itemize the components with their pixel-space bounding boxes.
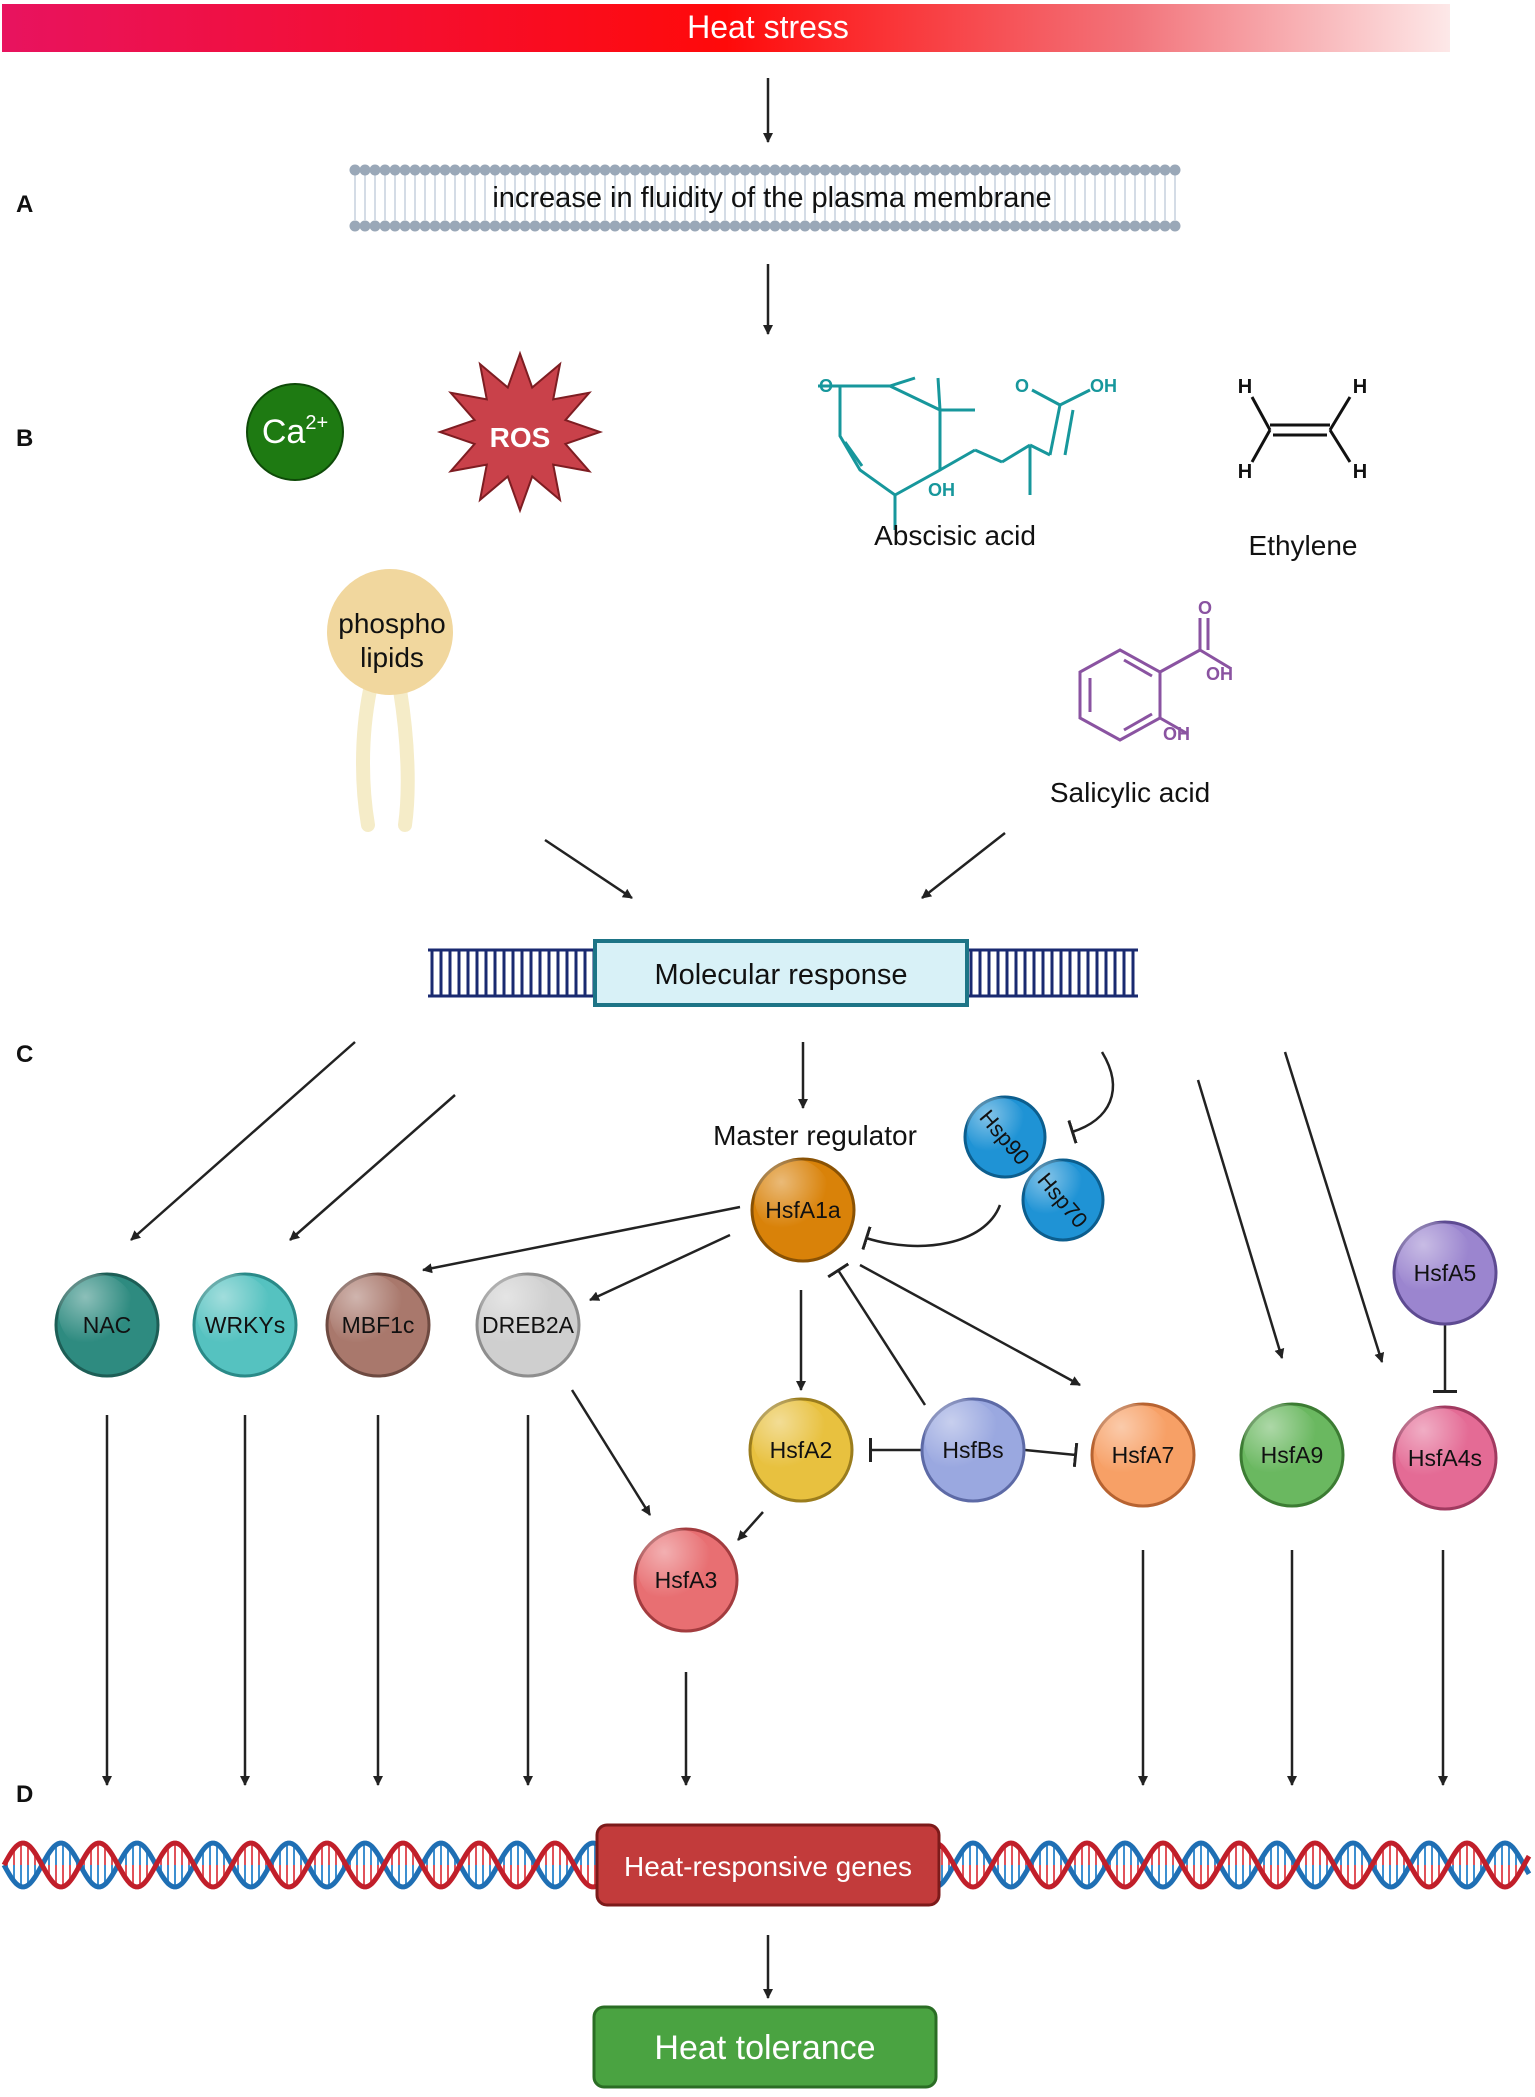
arrow-response-to-wrkys (289, 1094, 456, 1241)
node-hsfa5: HsfA5 (1392, 1220, 1498, 1326)
svg-text:Ca2+: Ca2+ (262, 412, 328, 451)
panel-label-c: C (16, 1041, 33, 1068)
arrow-phospholipid-to-response (544, 838, 633, 900)
node-hsfa9: HsfA9 (1239, 1402, 1345, 1508)
salicylic-acid-structure (1078, 618, 1231, 742)
nac-label: NAC (83, 1312, 132, 1338)
heat-responsive-genes-label: Heat-responsive genes (624, 1851, 912, 1882)
salicylic-acid-atoms: O OH OH (1163, 598, 1233, 744)
header-banner: Heat stress (2, 4, 1450, 52)
svg-text:OH: OH (1206, 664, 1233, 684)
svg-text:OH: OH (1090, 376, 1117, 396)
phospholipid: phospho lipids (327, 569, 453, 832)
arrow-hsfa1a-to-hsfa7 (859, 1263, 1081, 1387)
abscisic-acid-structure (818, 376, 1091, 530)
hsfbs-label: HsfBs (942, 1437, 1003, 1463)
inhibit-hsp-to-hsfa1a (861, 1204, 1002, 1251)
master-regulator-label: Master regulator (713, 1120, 917, 1151)
panel-label-d: D (16, 1781, 33, 1808)
salicylic-acid-label: Salicylic acid (1050, 777, 1210, 808)
arrow-salicylic-to-response (921, 832, 1006, 899)
heat-responsive-genes-box: Heat-responsive genes (595, 1823, 941, 1907)
panel-label-a: A (16, 191, 33, 218)
phospholipid-label-1: phospho (338, 608, 445, 639)
ethylene-atoms: H H H H (1238, 376, 1367, 483)
node-wrkys: WRKYs (192, 1272, 298, 1378)
arrow-response-to-nac (130, 1041, 356, 1241)
node-hsfa3: HsfA3 (633, 1527, 739, 1633)
hsfa4s-label: HsfA4s (1408, 1445, 1482, 1471)
calcium-symbol: Ca (262, 413, 306, 451)
molecular-response-label: Molecular response (654, 959, 907, 991)
hsfa5-label: HsfA5 (1414, 1260, 1477, 1286)
node-mbf1c: MBF1c (325, 1272, 431, 1378)
inhibit-response-to-hsp (1067, 1051, 1114, 1144)
node-nac: NAC (54, 1272, 160, 1378)
node-hsfa2: HsfA2 (748, 1397, 854, 1503)
calcium-charge: 2+ (305, 412, 328, 434)
dna-helix (1, 1840, 1532, 1890)
svg-text:O: O (819, 376, 833, 396)
node-hsfbs: HsfBs (920, 1397, 1026, 1503)
dreb2a-label: DREB2A (482, 1312, 575, 1338)
arrow-hsfa1a-to-mbf1c (422, 1205, 741, 1274)
molecular-response: Molecular response (428, 939, 1138, 1007)
svg-text:OH: OH (1163, 724, 1190, 744)
arrow-hsfa1a-to-dreb2a (589, 1233, 731, 1302)
svg-text:OH: OH (928, 480, 955, 500)
arrow-response-to-hsfa4s (1283, 1051, 1385, 1363)
header-title: Heat stress (687, 9, 849, 45)
arrow-hsfa2-to-hsfa3 (737, 1511, 764, 1541)
arrows-to-genes (102, 1415, 1448, 1786)
inhibit-hsfbs-to-hsfa7 (1024, 1442, 1079, 1468)
heat-tolerance-label: Heat tolerance (654, 2029, 875, 2067)
svg-text:H: H (1238, 461, 1252, 483)
ethylene-structure (1250, 396, 1352, 463)
node-hsfa4s: HsfA4s (1392, 1405, 1498, 1511)
hsfa9-label: HsfA9 (1261, 1442, 1324, 1468)
ros-burst: ROS (436, 350, 604, 514)
ethylene-label: Ethylene (1249, 530, 1358, 561)
svg-text:H: H (1238, 376, 1252, 398)
svg-text:O: O (1198, 598, 1212, 618)
phospholipid-label-2: lipids (360, 642, 424, 673)
node-hsp70: Hsp70 (1021, 1158, 1105, 1242)
calcium-ion: Ca2+ (246, 383, 344, 481)
ros-label: ROS (490, 422, 551, 453)
abscisic-acid-atoms: O O OH OH (819, 376, 1117, 500)
hsfa3-label: HsfA3 (655, 1567, 718, 1593)
mbf1c-label: MBF1c (342, 1312, 415, 1338)
hsfa7-label: HsfA7 (1112, 1442, 1175, 1468)
wrkys-label: WRKYs (205, 1312, 286, 1338)
inhibit-hsfbs-to-hsfa1a (827, 1262, 927, 1406)
svg-text:O: O (1015, 376, 1029, 396)
panel-label-b: B (16, 425, 33, 452)
heat-tolerance-box: Heat tolerance (592, 2005, 938, 2089)
node-dreb2a: DREB2A (475, 1272, 581, 1378)
svg-text:H: H (1353, 376, 1367, 398)
node-hsfa1a: HsfA1a (750, 1157, 856, 1263)
hsfa2-label: HsfA2 (770, 1437, 833, 1463)
hsfa1a-label: HsfA1a (765, 1197, 841, 1223)
abscisic-acid-label: Abscisic acid (874, 520, 1036, 551)
node-hsp90: Hsp90 (963, 1095, 1047, 1179)
arrow-dreb2a-to-hsfa3 (570, 1389, 652, 1516)
svg-text:H: H (1353, 461, 1367, 483)
plasma-membrane: increase in fluidity of the plasma membr… (349, 164, 1181, 232)
node-hsfa7: HsfA7 (1090, 1402, 1196, 1508)
arrow-response-to-hsfa9 (1196, 1079, 1285, 1359)
membrane-label: increase in fluidity of the plasma membr… (492, 182, 1051, 214)
